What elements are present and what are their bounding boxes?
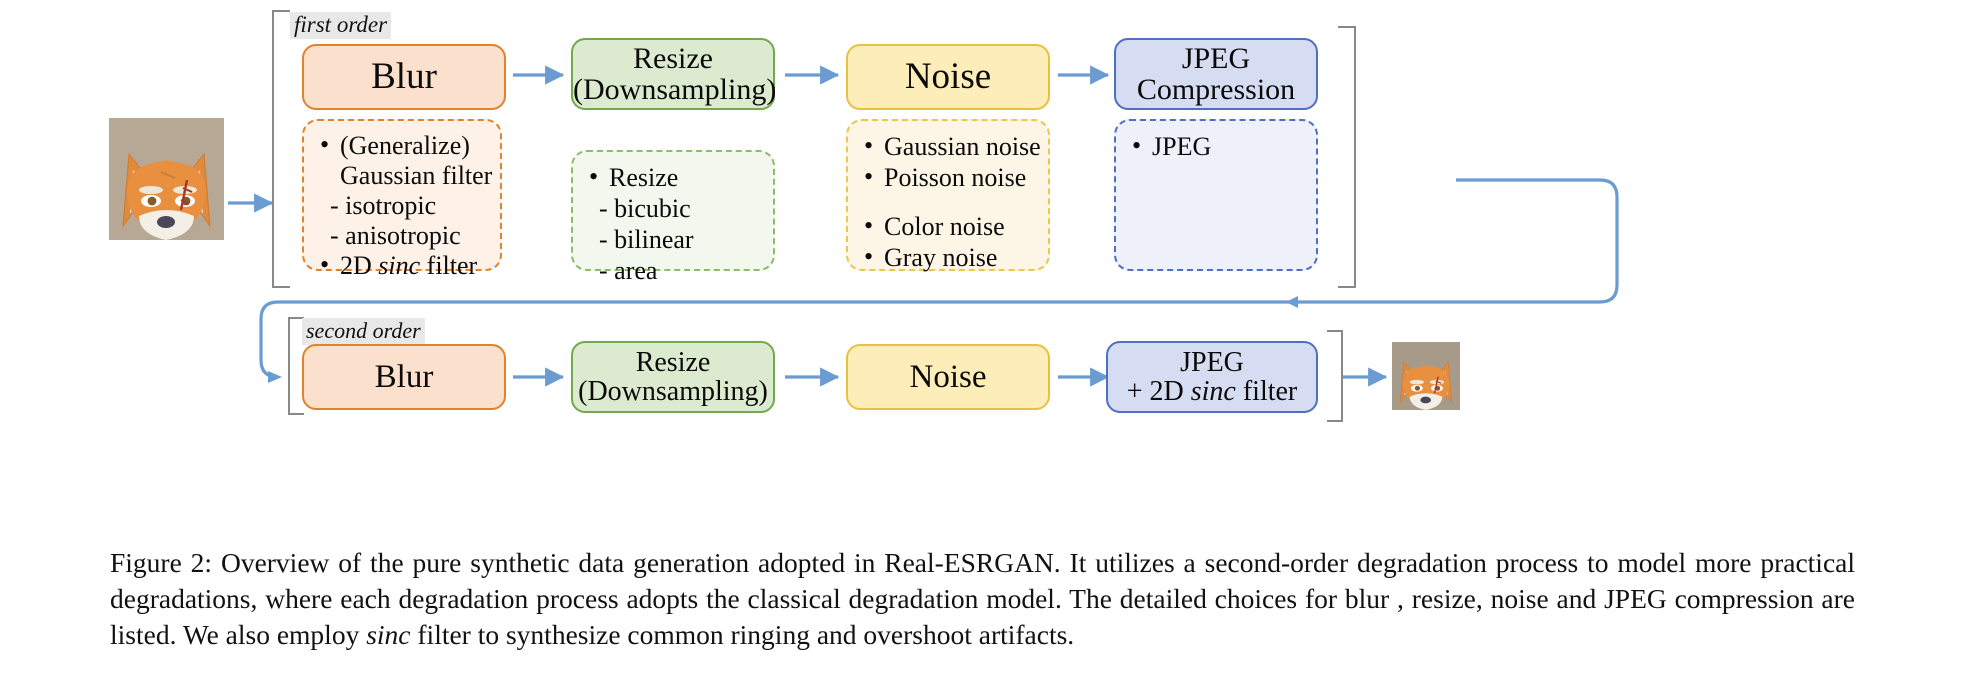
noise-details-list: Gaussian noise Poisson noise Color noise… [862, 130, 1041, 273]
stage-jpeg-second-subtitle: + 2D sinc filter [1126, 376, 1298, 407]
second-order-bracket-left [288, 317, 304, 415]
list-item: - bicubic [599, 194, 691, 223]
stage-resize-first-subtitle: (Downsampling) [573, 73, 777, 106]
stage-noise-first[interactable]: Noise [846, 44, 1050, 110]
caption-sinc-italic: sinc [366, 619, 411, 650]
stage-jpeg-first-title: JPEG [1181, 41, 1251, 75]
caption-label: Figure 2: [110, 547, 213, 578]
first-order-tag: first order [290, 12, 392, 39]
first-order-bracket-right [1338, 26, 1356, 288]
noise-details-box: Gaussian noise Poisson noise Color noise… [846, 119, 1050, 273]
stage-jpeg-first[interactable]: JPEG Compression [1114, 38, 1318, 110]
stage-resize-first[interactable]: Resize (Downsampling) [571, 38, 777, 110]
stage-noise-second-title: Noise [909, 358, 987, 395]
list-item: Resize [587, 161, 759, 193]
list-item: Gray noise [862, 241, 1034, 273]
output-image-thumbnail [1392, 342, 1460, 410]
resize-details-box: Resize - bicubic - bilinear - area [571, 150, 775, 285]
stage-jpeg-first-subtitle: Compression [1136, 73, 1296, 106]
list-spacer [862, 193, 1034, 211]
list-item: - anisotropic [330, 221, 461, 250]
stage-resize-second-title: Resize [635, 346, 711, 378]
connector-arrows [228, 65, 1619, 387]
second-order-bracket-right [1327, 330, 1343, 422]
caption-body: Overview of the pure synthetic data gene… [110, 547, 1855, 650]
list-item: - isotropic [330, 191, 437, 220]
stage-blur-first[interactable]: Blur [302, 44, 506, 110]
list-item: 2D sinc filter [318, 250, 486, 281]
list-item: JPEG [1130, 130, 1302, 162]
stage-resize-first-title: Resize [633, 41, 713, 75]
figure-caption: Figure 2: Overview of the pure synthetic… [110, 545, 1855, 653]
stage-blur-second-title: Blur [374, 358, 434, 395]
jpeg-details-list: JPEG [1130, 130, 1302, 162]
list-item: Poisson noise [862, 161, 1034, 193]
second-order-tag: second order [302, 318, 425, 345]
list-item: (Generalize) [318, 130, 486, 161]
caption-tail: filter to synthesize common ringing and … [410, 619, 1075, 650]
list-item: Color noise [862, 210, 1034, 242]
list-item: - area [599, 256, 658, 285]
stage-noise-first-title: Noise [904, 55, 992, 97]
blur-details-list: (Generalize) Gaussian filter - isotropic… [318, 130, 493, 281]
stage-resize-second-subtitle: (Downsampling) [578, 376, 768, 407]
stage-noise-second[interactable]: Noise [846, 344, 1050, 410]
list-item: Gaussian filter [340, 161, 493, 190]
jpeg-details-box: JPEG [1114, 119, 1318, 271]
resize-details-list: Resize - bicubic - bilinear - area [587, 161, 759, 286]
first-order-bracket-left [272, 10, 290, 288]
stage-jpeg-second[interactable]: JPEG + 2D sinc filter [1106, 341, 1318, 413]
list-item: Gaussian noise [862, 130, 1041, 162]
blur-details-box: (Generalize) Gaussian filter - isotropic… [302, 119, 502, 280]
stage-resize-second[interactable]: Resize (Downsampling) [571, 341, 775, 413]
stage-blur-second[interactable]: Blur [302, 344, 506, 410]
stage-jpeg-second-title: JPEG [1180, 346, 1244, 378]
list-item: - bilinear [599, 225, 694, 254]
input-image-thumbnail [109, 118, 224, 240]
stage-blur-first-title: Blur [371, 55, 437, 97]
